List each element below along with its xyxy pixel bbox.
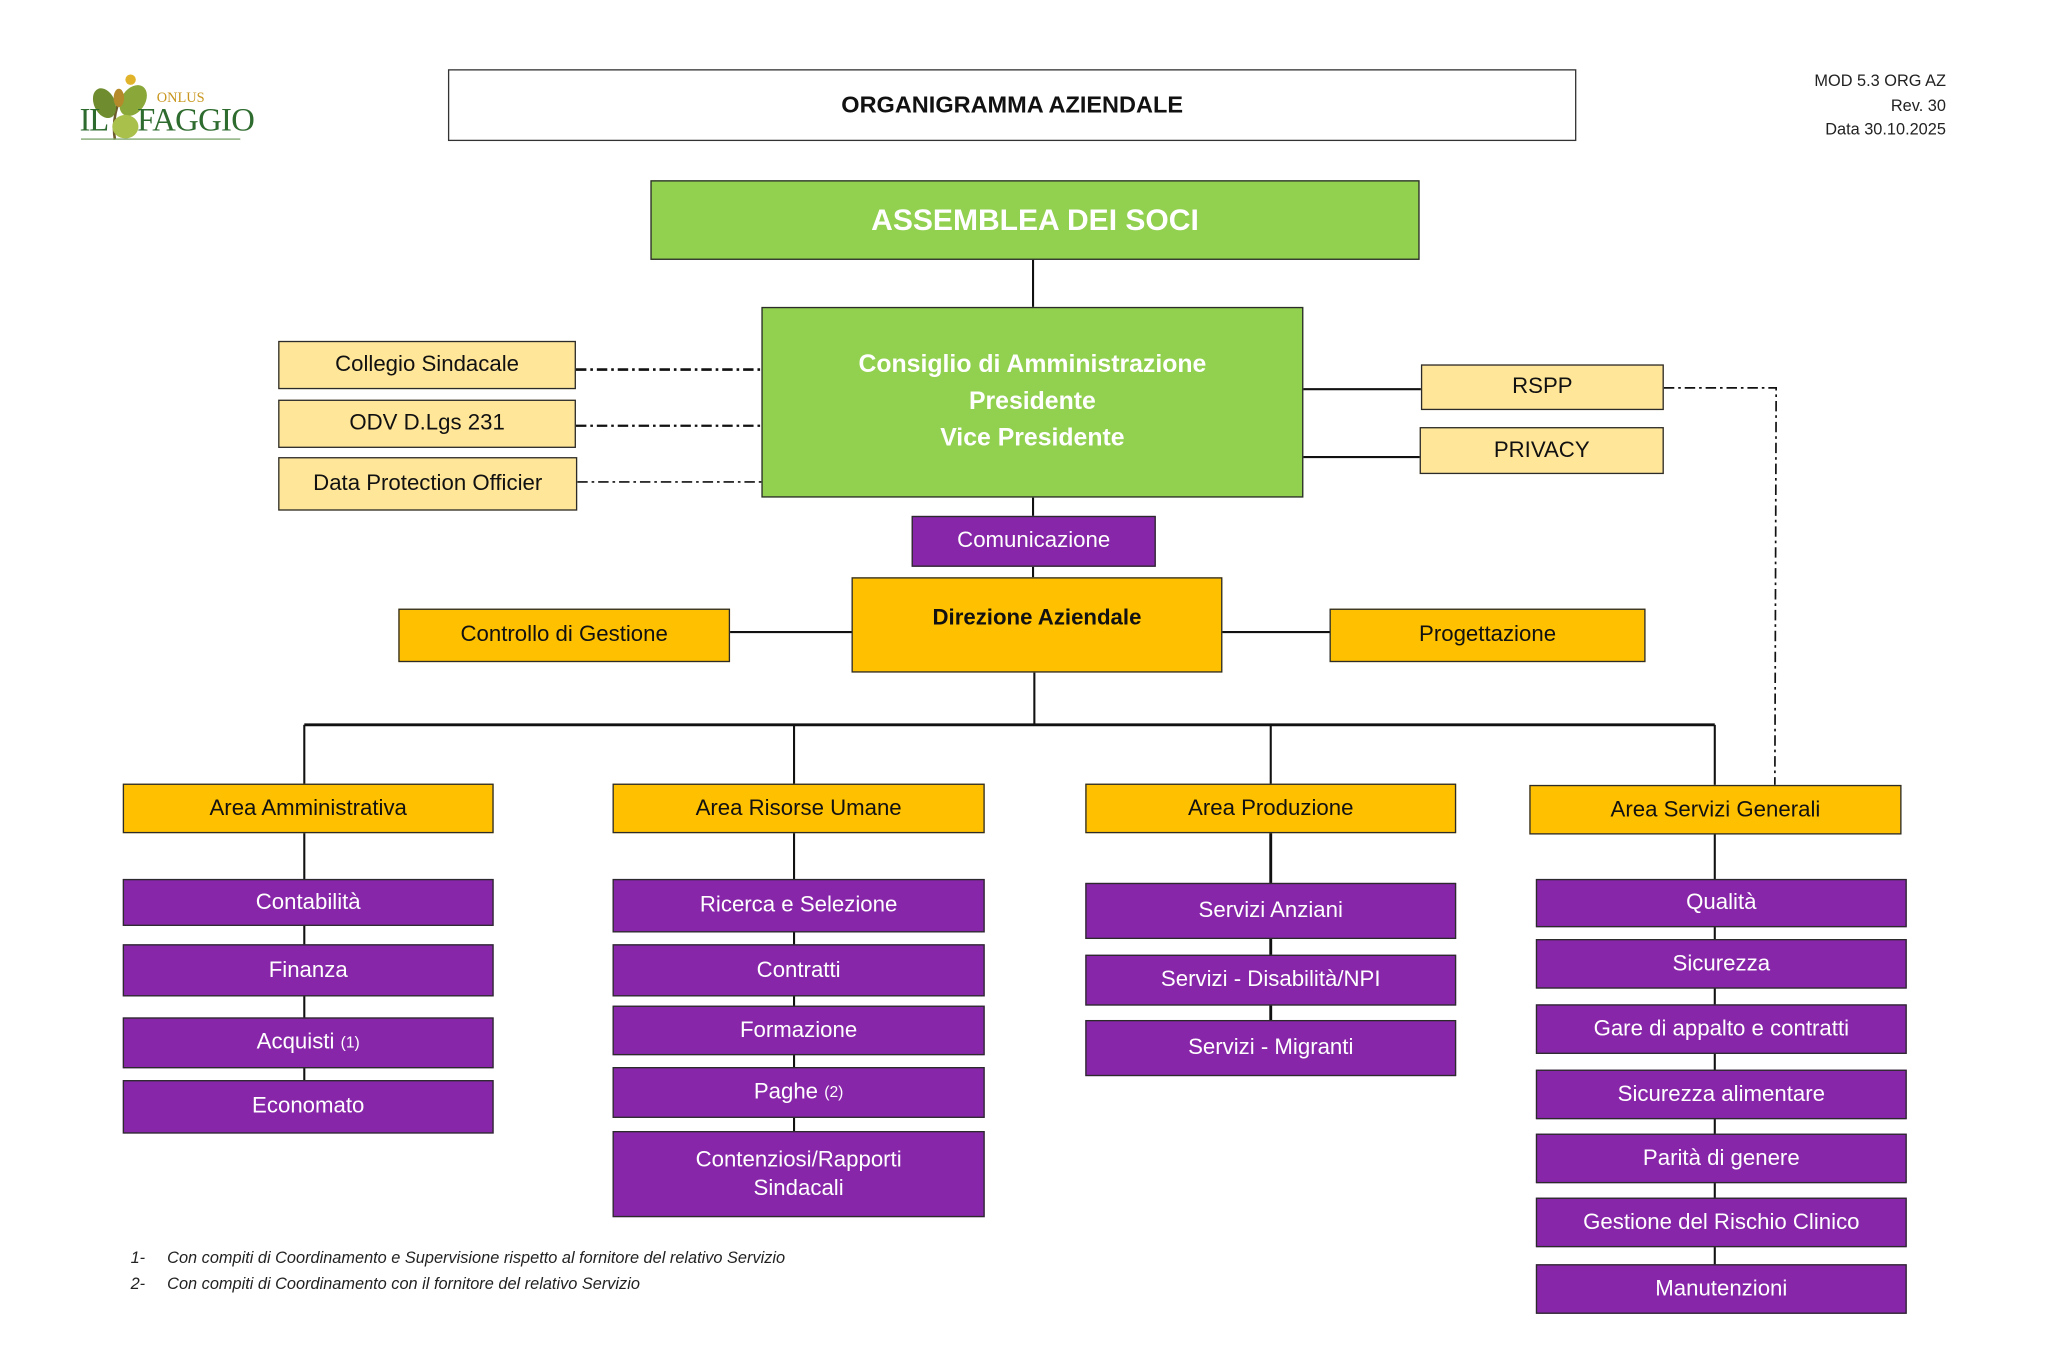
- unit-label: Economato: [252, 1093, 365, 1119]
- unit-sicurezza-alimentare[interactable]: Sicurezza alimentare: [1535, 1069, 1907, 1120]
- doc-revision: Rev. 30: [1890, 95, 1946, 115]
- unit-label: Acquisti: [256, 1029, 335, 1055]
- unit-label: Parità di genere: [1642, 1145, 1800, 1171]
- controllo-gestione-label: Controllo di Gestione: [460, 622, 668, 648]
- area-label: Area Servizi Generali: [1610, 796, 1821, 822]
- area-servizi-generali[interactable]: Area Servizi Generali: [1529, 784, 1902, 835]
- unit-label: Sicurezza alimentare: [1617, 1081, 1825, 1107]
- board-president: Presidente: [968, 387, 1096, 416]
- unit-manutenzioni[interactable]: Manutenzioni: [1535, 1264, 1907, 1314]
- unit-finanza[interactable]: Finanza: [122, 944, 494, 997]
- board-title: Consiglio di Amministrazione: [858, 351, 1207, 379]
- unit-formazione[interactable]: Formazione: [612, 1005, 985, 1056]
- area-label: Area Risorse Umane: [695, 795, 902, 821]
- progettazione-label: Progettazione: [1419, 622, 1557, 648]
- unit-economato[interactable]: Economato: [122, 1080, 494, 1134]
- area-amministrativa[interactable]: Area Amministrativa: [122, 783, 494, 834]
- area-produzione[interactable]: Area Produzione: [1085, 783, 1457, 834]
- control-body-collegio-sindacale[interactable]: Collegio Sindacale: [278, 340, 576, 390]
- controllo-gestione-box[interactable]: Controllo di Gestione: [398, 608, 731, 663]
- unit-label: Contratti: [756, 957, 841, 983]
- company-logo: ONLUS IL FAGGIO: [76, 72, 255, 148]
- unit-label: Qualità: [1686, 889, 1757, 915]
- unit-label: Gestione del Rischio Clinico: [1583, 1209, 1860, 1235]
- control-body-odv[interactable]: ODV D.Lgs 231: [278, 399, 576, 448]
- footnote-number: 1-: [130, 1248, 146, 1267]
- staff-rspp[interactable]: RSPP: [1420, 364, 1664, 411]
- unit-label: Contabilità: [255, 889, 361, 915]
- unit-rischio-clinico[interactable]: Gestione del Rischio Clinico: [1535, 1197, 1907, 1248]
- control-body-label: Data Protection Officier: [313, 470, 543, 496]
- unit-contenziosi[interactable]: Contenziosi/Rapporti Sindacali: [612, 1130, 985, 1218]
- unit-contabilita[interactable]: Contabilità: [122, 878, 494, 926]
- document-title-text: ORGANIGRAMMA AZIENDALE: [841, 91, 1184, 118]
- unit-paghe[interactable]: Paghe (2): [612, 1067, 985, 1118]
- unit-label: Paghe: [753, 1079, 819, 1105]
- communication-label: Comunicazione: [957, 528, 1111, 554]
- assembly-box[interactable]: ASSEMBLEA DEI SOCI: [650, 180, 1420, 260]
- area-label: Area Amministrativa: [209, 795, 407, 821]
- unit-servizi-disabilita[interactable]: Servizi - Disabilità/NPI: [1085, 954, 1457, 1006]
- assembly-label: ASSEMBLEA DEI SOCI: [871, 201, 1199, 236]
- staff-privacy[interactable]: PRIVACY: [1419, 427, 1664, 475]
- footnote-text: Con compiti di Coordinamento con il forn…: [167, 1274, 640, 1293]
- board-box[interactable]: Consiglio di Amministrazione Presidente …: [761, 306, 1304, 498]
- footnote-ref: (2): [824, 1082, 844, 1101]
- footnote-number: 2-: [130, 1274, 146, 1293]
- communication-box[interactable]: Comunicazione: [911, 515, 1156, 567]
- area-risorse-umane[interactable]: Area Risorse Umane: [612, 783, 985, 834]
- unit-contratti[interactable]: Contratti: [612, 944, 985, 997]
- unit-label: Sicurezza: [1672, 950, 1771, 976]
- footnote-1: 1- Con compiti di Coordinamento e Supervi…: [131, 1245, 786, 1271]
- unit-label: Formazione: [739, 1017, 858, 1043]
- document-title: ORGANIGRAMMA AZIENDALE: [447, 69, 1577, 142]
- unit-sicurezza[interactable]: Sicurezza: [1535, 939, 1907, 989]
- unit-label: Ricerca e Selezione: [699, 892, 898, 918]
- document-meta: MOD 5.3 ORG AZ Rev. 30 Data 30.10.2025: [1814, 69, 1946, 141]
- unit-label: Manutenzioni: [1655, 1275, 1788, 1301]
- doc-code: MOD 5.3 ORG AZ: [1814, 71, 1946, 91]
- footnotes: 1- Con compiti di Coordinamento e Supervi…: [131, 1245, 786, 1297]
- logo-prefix: IL: [79, 103, 110, 139]
- direction-label: Direzione Aziendale: [932, 605, 1142, 631]
- unit-label: Servizi - Disabilità/NPI: [1160, 967, 1381, 992]
- unit-ricerca-selezione[interactable]: Ricerca e Selezione: [612, 878, 985, 933]
- control-body-label: Collegio Sindacale: [335, 351, 520, 377]
- unit-label: Servizi Anziani: [1198, 897, 1343, 923]
- control-body-dpo[interactable]: Data Protection Officier: [278, 457, 578, 511]
- unit-label: Gare di appalto e contratti: [1593, 1016, 1850, 1041]
- logo-tagline: ONLUS: [156, 90, 205, 106]
- control-body-label: ODV D.Lgs 231: [349, 410, 505, 436]
- dashed-rspp-servizi-generali: [1663, 387, 1778, 785]
- footnote-text: Con compiti di Coordinamento e Supervisi…: [167, 1248, 786, 1267]
- unit-qualita[interactable]: Qualità: [1535, 878, 1907, 928]
- progettazione-box[interactable]: Progettazione: [1329, 608, 1646, 663]
- area-label: Area Produzione: [1188, 795, 1354, 821]
- beech-leaf-icon: [92, 74, 147, 140]
- unit-servizi-anziani[interactable]: Servizi Anziani: [1085, 882, 1457, 940]
- footnote-ref: (1): [340, 1032, 360, 1051]
- doc-date: Data 30.10.2025: [1825, 120, 1946, 139]
- unit-servizi-migranti[interactable]: Servizi - Migranti: [1085, 1019, 1457, 1077]
- board-vice-president: Vice Presidente: [940, 424, 1125, 452]
- unit-acquisti[interactable]: Acquisti (1): [122, 1017, 494, 1069]
- footnote-2: 2- Con compiti di Coordinamento con il fo…: [131, 1271, 786, 1297]
- staff-label: PRIVACY: [1493, 437, 1590, 463]
- unit-label: Finanza: [268, 957, 348, 983]
- unit-parita-genere[interactable]: Parità di genere: [1535, 1133, 1907, 1184]
- unit-label: Contenziosi/Rapporti Sindacali: [695, 1146, 902, 1201]
- unit-label: Servizi - Migranti: [1188, 1034, 1354, 1060]
- unit-gare-appalto[interactable]: Gare di appalto e contratti: [1535, 1004, 1907, 1054]
- logo-underline: [80, 138, 241, 140]
- direction-box[interactable]: Direzione Aziendale: [851, 577, 1223, 673]
- staff-label: RSPP: [1512, 374, 1573, 399]
- logo-name: FAGGIO: [137, 103, 255, 139]
